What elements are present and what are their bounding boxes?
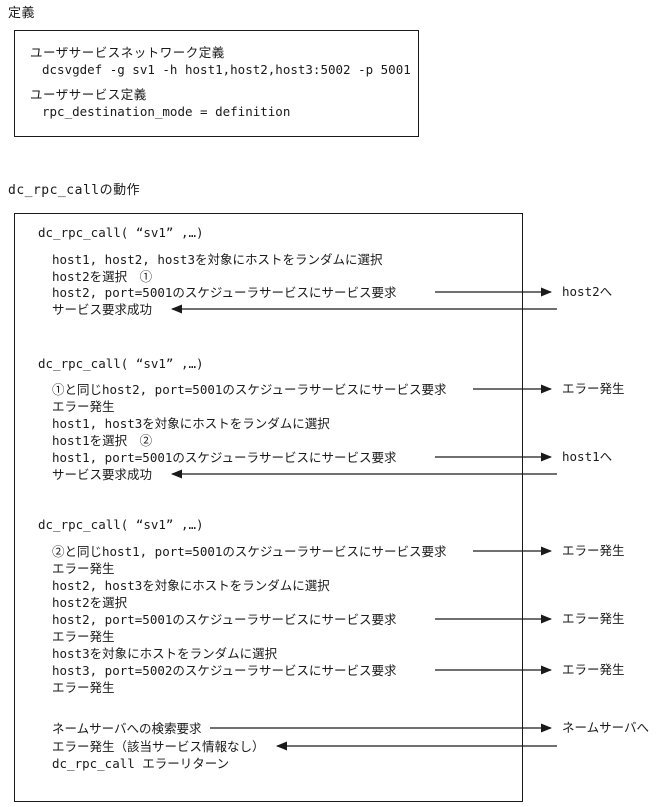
network-definition-code: dcsvgdef -g sv1 -h host1,host2,host3:500… <box>42 62 411 77</box>
flow-line: エラー発生 <box>52 561 115 576</box>
flow-line: ①と同じhost2, port=5001のスケジューラサービスにサービス要求 <box>52 382 447 397</box>
flow-line: host2, port=5001のスケジューラサービスにサービス要求 <box>52 612 397 627</box>
call3-title: dc_rpc_call( “sv1” ,…) <box>38 517 204 532</box>
flow-line: dc_rpc_call エラーリターン <box>52 756 230 771</box>
flow-line: host1, host3を対象にホストをランダムに選択 <box>52 416 330 431</box>
call2-title: dc_rpc_call( “sv1” ,…) <box>38 356 204 371</box>
flow-line: ②と同じhost1, port=5001のスケジューラサービスにサービス要求 <box>52 544 447 559</box>
flow-line: host2, port=5001のスケジューラサービスにサービス要求 <box>52 285 397 300</box>
flow-line: エラー発生（該当サービス情報なし） <box>52 739 265 754</box>
service-definition-title: ユーザサービス定義 <box>30 87 147 102</box>
flow-line: host2を選択 <box>52 595 128 610</box>
definition-heading: 定義 <box>8 6 36 21</box>
service-definition-code: rpc_destination_mode = definition <box>42 104 291 119</box>
network-definition-title: ユーザサービスネットワーク定義 <box>30 45 225 60</box>
arrow-label-error: エラー発生 <box>562 381 625 396</box>
arrow-label-host2: host2へ <box>562 284 613 299</box>
flow-line: サービス要求成功 <box>52 467 153 482</box>
flow-line: host3を対象にホストをランダムに選択 <box>52 646 278 661</box>
arrow-label-error: エラー発生 <box>562 543 625 558</box>
flow-line: host2, host3を対象にホストをランダムに選択 <box>52 578 330 593</box>
arrow-label-error: エラー発生 <box>562 662 625 677</box>
definition-box <box>14 30 419 137</box>
call1-title: dc_rpc_call( “sv1” ,…) <box>38 225 204 240</box>
flow-line: host1, port=5001のスケジューラサービスにサービス要求 <box>52 450 397 465</box>
arrow-label-host1: host1へ <box>562 449 613 464</box>
flow-line: host2を選択 ① <box>52 269 153 284</box>
flow-line: エラー発生 <box>52 399 115 414</box>
arrow-label-error: エラー発生 <box>562 611 625 626</box>
flow-line: エラー発生 <box>52 629 115 644</box>
arrow-label-nameserver: ネームサーバへ <box>562 720 650 735</box>
flow-line: エラー発生 <box>52 680 115 695</box>
behavior-box <box>14 213 523 802</box>
flow-line: サービス要求成功 <box>52 302 153 317</box>
flow-line: host3, port=5002のスケジューラサービスにサービス要求 <box>52 663 397 678</box>
flow-line: host1を選択 ② <box>52 433 153 448</box>
behavior-heading: dc_rpc_callの動作 <box>8 183 141 198</box>
flow-line: host1, host2, host3を対象にホストをランダムに選択 <box>52 252 383 267</box>
flow-line: ネームサーバへの検索要求 <box>52 721 202 736</box>
